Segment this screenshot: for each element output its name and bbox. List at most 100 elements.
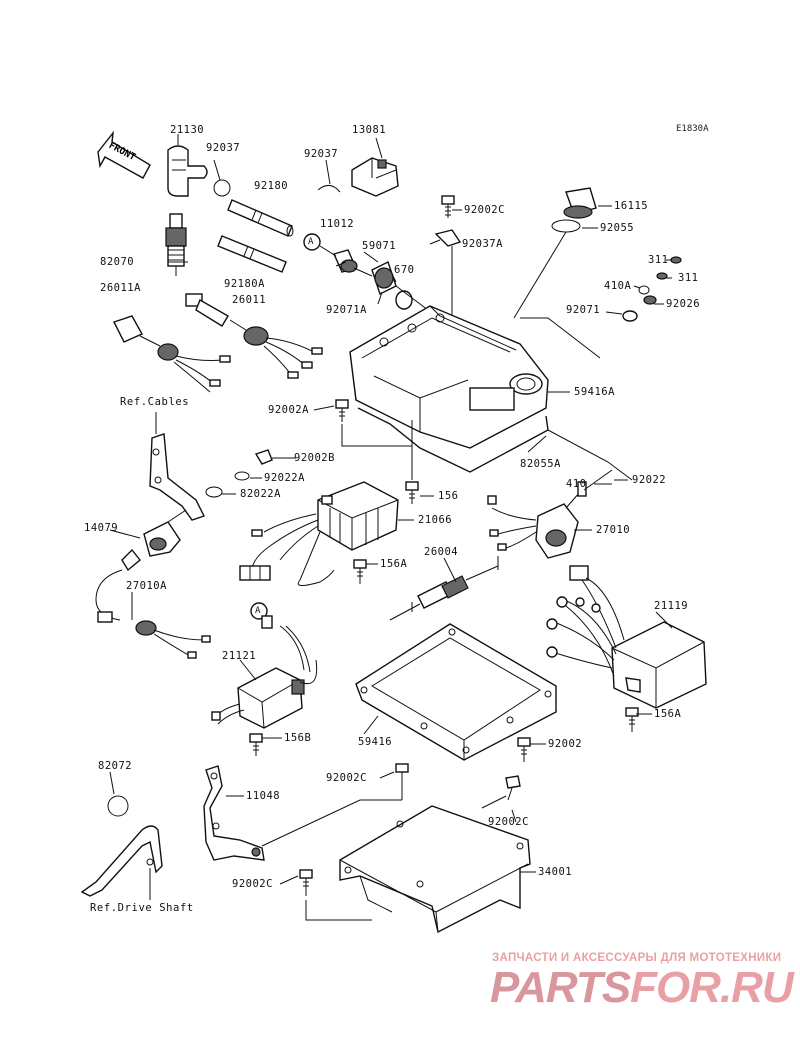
fitting-group-shape: [319, 245, 429, 311]
part-number-92002c: 92002C: [488, 816, 529, 828]
part-number-16115: 16115: [614, 200, 649, 212]
tube-92180a-shape: [217, 235, 287, 273]
bolt-92002c-c-shape: [299, 869, 313, 896]
regulator-21066-shape: [239, 481, 399, 586]
part-number-92002: 92002: [548, 738, 583, 750]
part-number-11048: 11048: [246, 790, 281, 802]
part-number-92022a: 92022A: [264, 472, 305, 484]
part-number-410a: 410A: [604, 280, 632, 292]
part-number-82072: 82072: [98, 760, 133, 772]
part-number-21119: 21119: [654, 600, 689, 612]
part-number-156a: 156A: [654, 708, 682, 720]
bracket-cables-shape: [149, 412, 205, 521]
part-number-92055: 92055: [600, 222, 635, 234]
callout-a-label-2: A: [255, 606, 261, 616]
electric-box-59416a-shape: [349, 305, 549, 449]
bolt-92002c-b-shape: [505, 775, 521, 801]
part-number-410: 410: [566, 478, 587, 490]
clamp-92037a-shape: [434, 229, 462, 247]
watermark-logo-left: PARTS: [490, 963, 631, 1012]
resistor-26004-shape: [389, 556, 499, 621]
clip-shape: [213, 179, 231, 197]
part-number-92180: 92180: [254, 180, 289, 192]
part-number-59416: 59416: [358, 736, 393, 748]
part-number-82070: 82070: [100, 256, 135, 268]
part-number-21066: 21066: [418, 514, 453, 526]
part-number-92002c: 92002C: [326, 772, 367, 784]
tube-92180-shape: [227, 199, 294, 237]
part-number-59071: 59071: [362, 240, 397, 252]
part-number-14079: 14079: [84, 522, 119, 534]
part-number-92002a: 92002A: [268, 404, 309, 416]
part-number-92037: 92037: [304, 148, 339, 160]
bolt-156-shape: [405, 420, 419, 504]
bolt-92002c-top-shape: [441, 195, 455, 218]
clip-mid-shape: [317, 185, 341, 193]
part-number-156b: 156B: [284, 732, 312, 744]
part-number-26011a: 26011A: [100, 282, 141, 294]
part-number-156a: 156A: [380, 558, 408, 570]
bolt-92002a-shape: [335, 399, 349, 422]
spark-plug-cap-shape: [167, 134, 208, 197]
watermark-tagline: ЗАПЧАСТИ И АКСЕССУАРЫ ДЛЯ МОТОТЕХНИКИ: [492, 952, 782, 964]
bolt-92002-shape: [517, 737, 531, 762]
watermark-logo-right: FOR.RU: [630, 963, 794, 1012]
part-number-311: 311: [678, 272, 699, 284]
ref-drive-shaft-label: Ref.Drive Shaft: [90, 902, 194, 914]
bolt-156a-right-shape: [625, 707, 639, 732]
part-number-26011: 26011: [232, 294, 267, 306]
part-number-92071a: 92071A: [326, 304, 367, 316]
holder-shape: [351, 137, 399, 197]
spark-plug-shape: [165, 213, 187, 276]
part-number-11012: 11012: [320, 218, 355, 230]
control-unit-21119-shape: [546, 565, 707, 709]
connector-26011-shape: [185, 293, 323, 379]
part-number-13081: 13081: [352, 124, 387, 136]
part-number-92002b: 92002B: [294, 452, 335, 464]
callout-a-circle-2: [250, 602, 268, 620]
part-number-34001: 34001: [538, 866, 573, 878]
part-number-26004: 26004: [424, 546, 459, 558]
part-number-92071: 92071: [566, 304, 601, 316]
bracket-drive-shaft-shape: [80, 825, 163, 900]
connector-26011a-shape: [113, 315, 231, 393]
part-number-27010a: 27010A: [126, 580, 167, 592]
component-14079-shape: [143, 509, 187, 557]
part-number-92022: 92022: [632, 474, 667, 486]
ref-cables-label: Ref.Cables: [120, 396, 190, 408]
leader-lines: [109, 205, 673, 885]
part-number-92037a: 92037A: [462, 238, 503, 250]
ignition-coil-21121-shape: [211, 615, 318, 729]
ring-82072-shape: [107, 795, 129, 817]
part-number-82022a: 82022A: [240, 488, 281, 500]
callout-a-label: A: [308, 237, 314, 247]
callout-a-circle: [303, 233, 321, 251]
bolt-156a-mid-shape: [353, 559, 367, 584]
part-number-92002c: 92002C: [464, 204, 505, 216]
part-number-311: 311: [648, 254, 669, 266]
cap-16115-shape: [551, 187, 597, 233]
gasket-82055a-shape: [357, 407, 549, 473]
watermark-logo: PARTSFOR.RU: [490, 963, 794, 1012]
sensor-27010a-shape: [95, 548, 211, 659]
sensor-27010-shape: [487, 481, 587, 559]
bolt-156b-shape: [249, 733, 263, 756]
small-fittings-shape: [622, 256, 682, 322]
part-number-92002c: 92002C: [232, 878, 273, 890]
part-number-670: 670: [394, 264, 415, 276]
part-number-92037: 92037: [206, 142, 241, 154]
part-number-21130: 21130: [170, 124, 205, 136]
gasket-59416-shape: [355, 623, 557, 761]
part-number-27010: 27010: [596, 524, 631, 536]
part-number-156: 156: [438, 490, 459, 502]
diagram-code: E1830A: [676, 124, 709, 134]
front-arrow-icon: [97, 130, 151, 179]
part-number-92026: 92026: [666, 298, 701, 310]
plate-34001-shape: [339, 805, 531, 934]
bolt-92002c-a-shape: [395, 763, 409, 786]
part-number-59416a: 59416A: [574, 386, 615, 398]
part-number-82055a: 82055A: [520, 458, 561, 470]
part-number-21121: 21121: [222, 650, 257, 662]
